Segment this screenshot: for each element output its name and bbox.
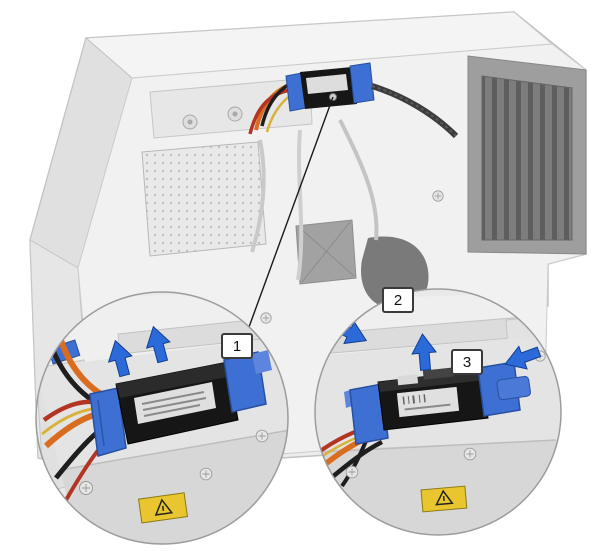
step-2-label: 2: [394, 292, 402, 309]
drive-label: [396, 386, 460, 418]
screw-icon: [345, 465, 359, 479]
step-3-label: 3: [463, 354, 471, 371]
hard-drive-assembly-overview: [248, 62, 459, 139]
warning-triangle-icon: [154, 498, 174, 516]
drive-label: [134, 382, 216, 424]
perforated-plate: [141, 141, 267, 257]
screw-icon: [463, 447, 477, 461]
magnifier-circle-border: [314, 288, 562, 536]
warning-triangle-icon: [435, 489, 454, 506]
screw-icon: [79, 481, 93, 495]
carrier-release-tab: [496, 375, 531, 401]
step-1-label: 1: [233, 338, 241, 355]
step-2-badge: 2: [382, 287, 414, 313]
warning-label: [420, 485, 468, 513]
screw-icon: [199, 467, 213, 481]
screw-icon: [260, 312, 272, 324]
callout-line: [248, 96, 334, 328]
drive-carrier-right: [349, 62, 375, 104]
right-callout-circle: 2 3: [314, 287, 562, 536]
step-3-badge: 3: [451, 349, 483, 375]
optical-drive-cage: [149, 77, 313, 139]
step-1-badge: 1: [221, 333, 253, 359]
left-callout-circle: 1: [35, 291, 289, 545]
warning-label: [137, 492, 189, 524]
screw-icon: [432, 190, 444, 202]
sata-connectors: [397, 367, 454, 386]
magnifier-circle-border: [35, 291, 289, 545]
front-drive-bay: [467, 55, 587, 255]
screw-icon: [255, 429, 269, 443]
drive-carrier-left: [349, 383, 389, 445]
